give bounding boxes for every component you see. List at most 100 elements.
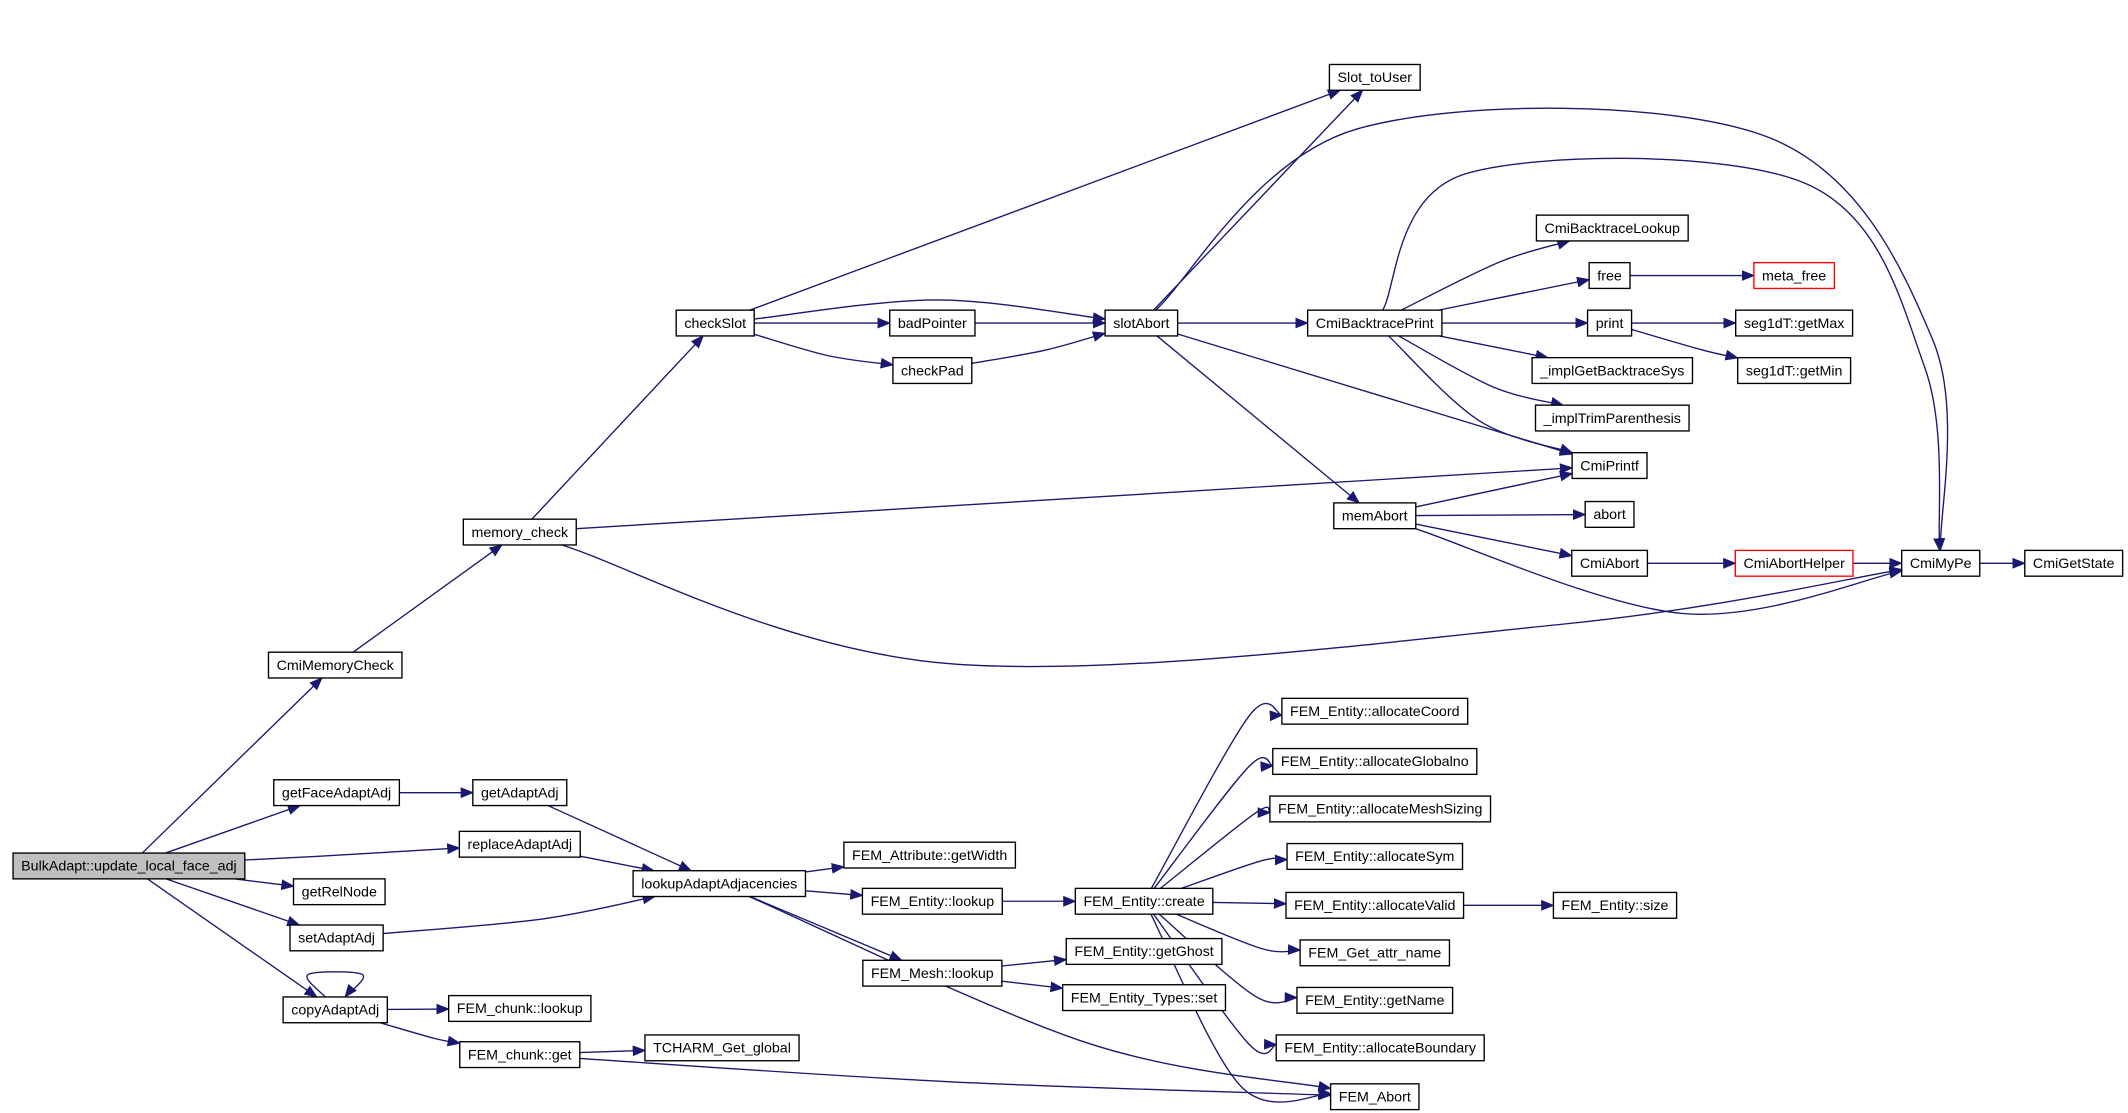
graph-edge-femchunkget-tcharmgetglobal: [579, 1045, 647, 1057]
graph-node-badpointer[interactable]: badPointer: [889, 309, 976, 337]
graph-node-femabort[interactable]: FEM_Abort: [1329, 1083, 1420, 1111]
graph-node-cmibacktracelookup[interactable]: CmiBacktraceLookup: [1535, 214, 1689, 242]
graph-node-tcharmgetglobal[interactable]: TCHARM_Get_global: [644, 1034, 800, 1062]
graph-node-cmimemorycheck[interactable]: CmiMemoryCheck: [267, 651, 403, 679]
graph-node-main[interactable]: BulkAdapt::update_local_face_adj: [12, 852, 246, 880]
node-box: [2024, 549, 2124, 577]
node-box: [1269, 795, 1492, 823]
graph-node-replaceadaptadj[interactable]: replaceAdaptAdj: [458, 830, 581, 858]
node-label: slotAbort: [1113, 316, 1169, 332]
graph-edge-getadaptadj-lookupadaptadjacencies: [547, 804, 693, 872]
node-box: [1104, 309, 1179, 337]
graph-edge-main-setadaptadj: [165, 878, 301, 927]
graph-node-allocatesym[interactable]: FEM_Entity::allocateSym: [1286, 842, 1464, 871]
graph-node-femchunklookup[interactable]: FEM_chunk::lookup: [447, 994, 592, 1023]
graph-edge-copyadaptadj-femchunkget: [379, 1022, 462, 1047]
node-label: FEM_Entity::allocateSym: [1295, 849, 1454, 865]
graph-node-lookupadaptadjacencies[interactable]: lookupAdaptAdjacencies: [632, 870, 807, 898]
graph-node-getadaptadj[interactable]: getAdaptAdj: [472, 779, 568, 807]
node-box: [462, 518, 577, 546]
graph-edge-fementitycreate-allocatevalid: [1212, 898, 1288, 909]
graph-node-cmiprintf[interactable]: CmiPrintf: [1571, 451, 1648, 480]
graph-node-cmibacktraceprint[interactable]: CmiBacktracePrint: [1306, 309, 1443, 337]
graph-node-implgetbacktracesys[interactable]: _implGetBacktraceSys: [1531, 356, 1694, 385]
node-label: replaceAdaptAdj: [468, 837, 573, 853]
graph-node-setadaptadj[interactable]: setAdaptAdj: [289, 924, 384, 952]
graph-node-checkpad[interactable]: checkPad: [892, 356, 973, 385]
node-label: print: [1596, 316, 1624, 332]
node-label: Slot_toUser: [1338, 70, 1413, 86]
graph-edge-checkslot-checkpad: [754, 333, 895, 369]
node-box: [459, 1041, 581, 1069]
graph-node-allocatemeshsizing[interactable]: FEM_Entity::allocateMeshSizing: [1269, 795, 1492, 823]
graph-node-getwidth[interactable]: FEM_Attribute::getWidth: [843, 841, 1017, 869]
graph-node-getrelnode[interactable]: getRelNode: [292, 878, 386, 906]
graph-node-cmiaborthelper[interactable]: CmiAbortHelper: [1734, 549, 1854, 577]
node-box: [644, 1034, 800, 1062]
graph-node-getghost[interactable]: FEM_Entity::getGhost: [1065, 937, 1223, 966]
node-box: [1588, 261, 1631, 290]
graph-node-slotabort[interactable]: slotAbort: [1104, 309, 1179, 337]
node-box: [447, 994, 592, 1023]
node-label: lookupAdaptAdjacencies: [641, 876, 797, 892]
node-box: [1306, 309, 1443, 337]
node-box: [289, 924, 384, 952]
graph-node-cmigetstate[interactable]: CmiGetState: [2024, 549, 2124, 577]
graph-node-femgetattrname[interactable]: FEM_Get_attr_name: [1299, 939, 1451, 967]
node-label: FEM_Mesh::lookup: [871, 966, 994, 982]
graph-node-fementitycreate[interactable]: FEM_Entity::create: [1074, 887, 1214, 915]
graph-node-getname[interactable]: FEM_Entity::getName: [1296, 986, 1454, 1014]
graph-node-cmimype[interactable]: CmiMyPe: [1901, 549, 1981, 577]
graph-node-getmax[interactable]: seg1dT::getMax: [1735, 309, 1854, 337]
graph-node-allocatevalid[interactable]: FEM_Entity::allocateValid: [1285, 891, 1465, 919]
graph-node-allocateboundary[interactable]: FEM_Entity::allocateBoundary: [1275, 1034, 1485, 1062]
graph-node-allocatecoord[interactable]: FEM_Entity::allocateCoord: [1281, 697, 1469, 725]
graph-edge-lookupadaptadjacencies-fementitylookup: [805, 889, 864, 900]
node-label: meta_free: [1762, 268, 1826, 284]
node-box: [1552, 891, 1678, 919]
graph-edge-fementitycreate-femgetattrname: [1175, 913, 1302, 956]
graph-node-memory_check[interactable]: memory_check: [462, 518, 577, 546]
graph-node-copyadaptadj[interactable]: copyAdaptAdj: [282, 996, 389, 1024]
node-label: FEM_Attribute::getWidth: [852, 848, 1007, 864]
graph-node-checkslot[interactable]: checkSlot: [675, 309, 755, 337]
graph-edge-fementitycreate-allocatecoord: [1150, 702, 1284, 889]
graph-node-free[interactable]: free: [1588, 261, 1631, 290]
graph-node-getmin[interactable]: seg1dT::getMin: [1737, 356, 1852, 385]
node-box: [1735, 309, 1854, 337]
graph-node-memabort[interactable]: memAbort: [1333, 502, 1417, 530]
graph-node-getfaceadaptadj[interactable]: getFaceAdaptAdj: [273, 779, 401, 807]
graph-node-typesset[interactable]: FEM_Entity_Types::set: [1061, 984, 1227, 1012]
node-label: badPointer: [898, 316, 967, 332]
graph-node-print[interactable]: print: [1586, 309, 1633, 337]
graph-edge-memory_check-cmimype: [561, 544, 1903, 668]
graph-edge-main-getfaceadaptadj: [165, 804, 302, 854]
graph-edge-cmimemorycheck-memory_check: [352, 544, 503, 653]
graph-node-slot_touser[interactable]: Slot_toUser: [1328, 63, 1421, 91]
node-box: [1535, 214, 1689, 242]
graph-edge-femmeshlookup-getghost: [1001, 955, 1068, 967]
node-label: getRelNode: [302, 885, 377, 901]
node-box: [1281, 697, 1469, 725]
graph-node-femchunkget[interactable]: FEM_chunk::get: [459, 1041, 581, 1069]
node-label: FEM_Entity::getName: [1305, 993, 1444, 1009]
node-box: [1333, 502, 1417, 530]
graph-node-femmeshlookup[interactable]: FEM_Mesh::lookup: [862, 959, 1003, 987]
graph-node-fementitysize[interactable]: FEM_Entity::size: [1552, 891, 1678, 919]
node-label: FEM_Entity::create: [1083, 894, 1204, 910]
node-label: _implGetBacktraceSys: [1539, 363, 1684, 379]
graph-node-fementitylookup[interactable]: FEM_Entity::lookup: [861, 887, 1003, 915]
node-label: FEM_Entity::allocateCoord: [1290, 704, 1459, 720]
graph-node-meta_free[interactable]: meta_free: [1753, 261, 1836, 290]
graph-node-abort[interactable]: abort: [1584, 500, 1635, 528]
graph-edge-lookupadaptadjacencies-femabort: [748, 895, 1332, 1092]
graph-node-cmiabort[interactable]: CmiAbort: [1571, 549, 1649, 577]
graph-edge-main-getrelnode: [234, 878, 295, 891]
node-box: [1061, 984, 1227, 1012]
node-box: [1734, 549, 1854, 577]
graph-node-impltrimparenthesis[interactable]: _implTrimParenthesis: [1534, 404, 1690, 432]
graph-edge-memory_check-checkslot: [531, 334, 705, 520]
graph-node-allocateglobalno[interactable]: FEM_Entity::allocateGlobalno: [1272, 747, 1478, 776]
graph-edge-checkslot-slot_touser: [749, 89, 1342, 311]
